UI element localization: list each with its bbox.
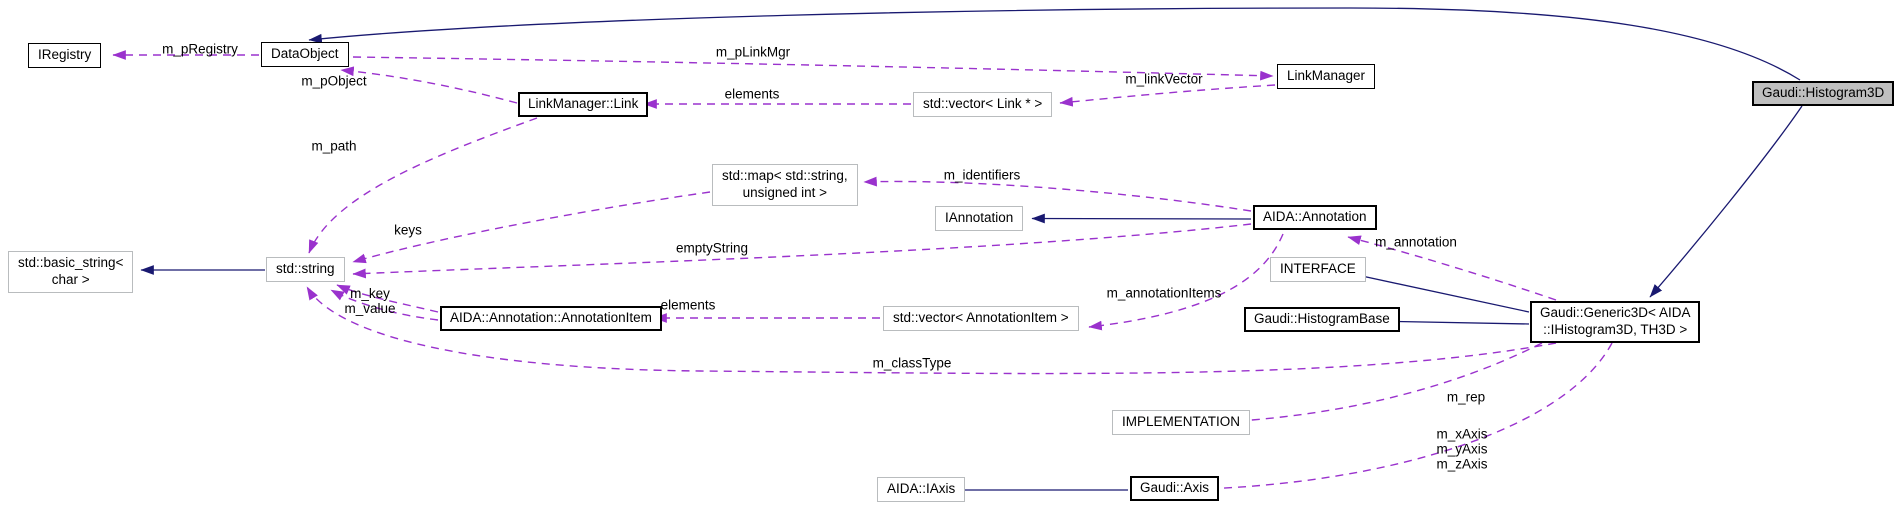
node-std-vector-annotationitem[interactable]: std::vector< AnnotationItem >	[883, 306, 1079, 331]
edge-label-m-path: m_path	[311, 138, 357, 154]
node-std-map-string-uint[interactable]: std::map< std::string, unsigned int >	[712, 164, 858, 206]
edge-usage-m-annotation	[1347, 235, 1557, 301]
node-gaudi-histogrambase[interactable]: Gaudi::HistogramBase	[1244, 307, 1400, 332]
edge-label-m-annotationitems: m_annotationItems	[1106, 285, 1222, 301]
edge-usage-keys	[352, 191, 711, 264]
edge-usage-m-path	[308, 117, 538, 254]
edge-label-m-pregistry: m_pRegistry	[162, 41, 238, 57]
edge-usage-m-annotationitems	[1088, 233, 1284, 331]
node-implementation[interactable]: IMPLEMENTATION	[1112, 410, 1251, 435]
edge-inherit-annotation-iannotation	[1031, 213, 1252, 224]
node-gaudi-histogram3d[interactable]: Gaudi::Histogram3D	[1752, 81, 1895, 106]
node-std-string[interactable]: std::string	[266, 257, 345, 282]
edge-label-m-classtype: m_classType	[872, 355, 952, 371]
node-annotationitem[interactable]: AIDA::Annotation::AnnotationItem	[440, 306, 662, 331]
edge-label-m-annotation: m_annotation	[1375, 234, 1457, 250]
edge-usage-emptystring	[352, 223, 1252, 279]
edge-label-elements-items: elements	[660, 297, 716, 313]
edge-usage-m-classtype	[306, 286, 1557, 375]
node-std-vector-link[interactable]: std::vector< Link * >	[913, 92, 1053, 117]
node-gaudi-axis[interactable]: Gaudi::Axis	[1130, 476, 1220, 501]
edge-usage-m-pobject	[340, 66, 518, 104]
node-aida-iaxis[interactable]: AIDA::IAxis	[877, 477, 966, 502]
edge-label-m-plinkmgr: m_pLinkMgr	[715, 44, 791, 60]
node-std-basic-string[interactable]: std::basic_string< char >	[8, 251, 134, 293]
edge-usage-m-identifiers	[863, 176, 1252, 212]
node-iannotation[interactable]: IAnnotation	[935, 206, 1024, 231]
edge-usage-m-plinkmgr	[352, 56, 1274, 81]
edge-usage-m-key	[336, 284, 439, 313]
node-interface[interactable]: INTERFACE	[1270, 257, 1366, 282]
edge-label-keys: keys	[394, 222, 422, 238]
edge-inherit-generic3d-interface	[1347, 270, 1530, 313]
edge-usage-m-linkvector	[1059, 84, 1276, 107]
edge-label-m-identifiers: m_identifiers	[943, 167, 1021, 183]
edge-label-emptystring: emptyString	[675, 240, 749, 256]
node-aida-annotation[interactable]: AIDA::Annotation	[1253, 205, 1377, 230]
node-linkmanager[interactable]: LinkManager	[1277, 64, 1376, 89]
edge-label-elements-links: elements	[724, 86, 780, 102]
edge-inherit-histogram3d-generic3d	[1649, 105, 1803, 298]
node-gaudi-generic3d[interactable]: Gaudi::Generic3D< AIDA ::IHistogram3D, T…	[1530, 301, 1701, 343]
edge-label-m-key-m-value: m_key m_value	[344, 285, 396, 316]
node-linkmanager-link[interactable]: LinkManager::Link	[518, 92, 649, 117]
node-dataobject[interactable]: DataObject	[261, 42, 349, 67]
edge-label-m-rep: m_rep	[1446, 389, 1486, 405]
edge-label-m-linkvector: m_linkVector	[1125, 71, 1203, 87]
edge-label-m-pobject: m_pObject	[301, 73, 367, 89]
node-iregistry[interactable]: IRegistry	[28, 43, 102, 68]
edge-usage-m-axes	[1203, 342, 1613, 494]
edge-usage-m-rep	[1222, 342, 1543, 427]
edge-inherit-histogram3d-dataobject	[308, 7, 1801, 81]
edge-usage-m-value	[330, 289, 439, 321]
edge-label-m-axes: m_xAxis m_yAxis m_zAxis	[1436, 426, 1488, 472]
